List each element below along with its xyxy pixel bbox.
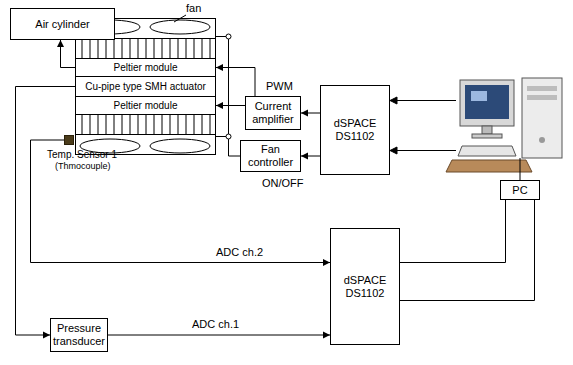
box-label: Air cylinder [35,18,89,31]
arrowhead [43,332,50,339]
arrowhead [301,110,308,117]
signal-connector [16,87,76,339]
signal-connector [400,200,535,301]
channel-label: ADC ch.1 [190,318,241,331]
fan-controller-box: Fan controller [240,140,301,172]
signal-connector [108,332,330,339]
box-label: Fan controller [244,143,297,168]
channel-label: ADC ch.2 [214,246,265,259]
signal-connector [216,102,245,109]
sensor-label: Temp. Sensor 1 [47,149,117,161]
transducer-box: Pressure transducer [50,318,108,352]
signal-connector [301,110,320,117]
box-label: PC [512,184,527,197]
connector-line [16,87,76,336]
box-label: Pressure transducer [53,322,105,347]
box-label: Current amplifier [249,100,297,125]
peltier-box: Peltier module [75,96,216,115]
signal-name: PWM [266,80,293,93]
arrowhead [323,332,330,339]
temperature-sensor: Temp. Sensor 1(Thmocouple) [64,135,74,145]
arrowhead [323,259,330,266]
bottom-fan-housing [75,114,216,155]
signal-name: ON/OFF [262,177,304,190]
box-label: Peltier module [114,62,178,74]
signal-connector [31,140,331,266]
fan-leader-line [174,15,186,22]
box-label: Peltier module [114,100,178,112]
peltier-box: Peltier module [75,58,216,77]
controller-box: dSPACE DS1102 [320,85,390,175]
box-label: dSPACE DS1102 [324,117,386,142]
pc-illustration [446,78,562,180]
signal-connector [57,40,75,68]
pc-box: PC [500,180,540,200]
connector-line [400,200,535,301]
connector-line [400,200,506,263]
arrowhead [301,153,308,160]
callout-label: fan [186,2,201,15]
controller-box: dSPACE DS1102 [330,228,400,345]
box-label: Cu-pipe type SMH actuator [85,81,206,93]
signal-connector [216,64,255,96]
pc-to-dspace-arrows [390,97,456,154]
sensor-label: (Thmocouple) [55,161,111,171]
connector-line [31,140,331,263]
arrowhead [216,102,223,109]
actuator-box: Cu-pipe type SMH actuator [75,76,216,97]
signal-connector [400,200,506,263]
connector-line [61,40,76,68]
component-box: Air cylinder [10,8,115,40]
connector-line [108,335,330,336]
fan-wiring [215,34,240,156]
amplifier-box: Current amplifier [245,96,301,130]
arrowhead [57,40,64,47]
box-label: dSPACE DS1102 [334,274,396,299]
connector-line [216,68,255,97]
signal-connector [301,153,320,160]
arrowhead [216,64,223,71]
